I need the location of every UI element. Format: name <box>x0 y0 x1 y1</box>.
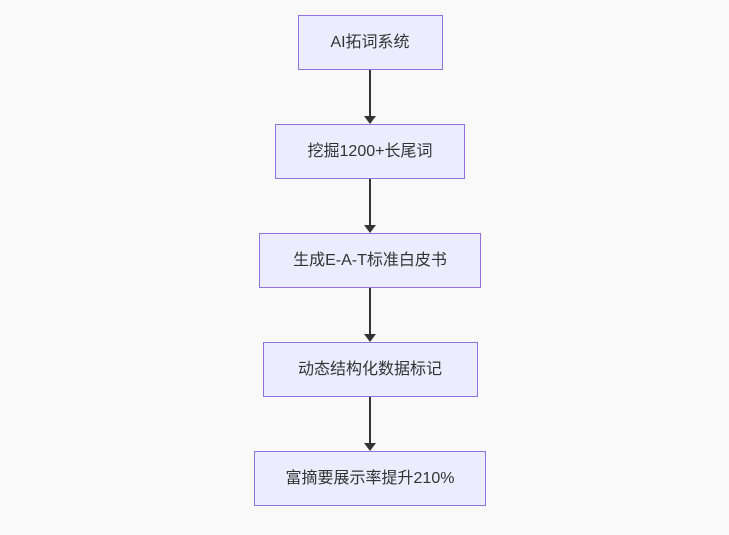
flow-node-eat-whitepaper: 生成E-A-T标准白皮书 <box>259 233 481 288</box>
flow-column: AI拓词系统 挖掘1200+长尾词 生成E-A-T标准白皮书 动态结构化数据标记 <box>254 15 486 506</box>
flow-node-label: 动态结构化数据标记 <box>297 360 442 378</box>
arrow-down-icon <box>364 397 376 451</box>
flow-node-ai-word-system: AI拓词系统 <box>297 15 443 70</box>
arrow-shaft <box>369 179 371 225</box>
arrow-shaft <box>369 397 371 443</box>
arrowhead-icon <box>364 225 376 233</box>
arrow-down-icon <box>364 179 376 233</box>
arrow-shaft <box>369 288 371 334</box>
arrow-down-icon <box>364 70 376 124</box>
flow-node-rich-snippet-result: 富摘要展示率提升210% <box>254 451 486 506</box>
flow-node-label: AI拓词系统 <box>330 33 410 51</box>
flow-node-longtail-mining: 挖掘1200+长尾词 <box>275 124 465 179</box>
arrowhead-icon <box>364 116 376 124</box>
arrow-shaft <box>369 70 371 116</box>
arrowhead-icon <box>364 334 376 342</box>
arrowhead-icon <box>364 443 376 451</box>
flow-node-label: 挖掘1200+长尾词 <box>307 142 433 160</box>
flow-node-label: 生成E-A-T标准白皮书 <box>293 251 447 269</box>
flow-node-label: 富摘要展示率提升210% <box>285 469 455 487</box>
flow-node-structured-data: 动态结构化数据标记 <box>262 342 478 397</box>
arrow-down-icon <box>364 288 376 342</box>
